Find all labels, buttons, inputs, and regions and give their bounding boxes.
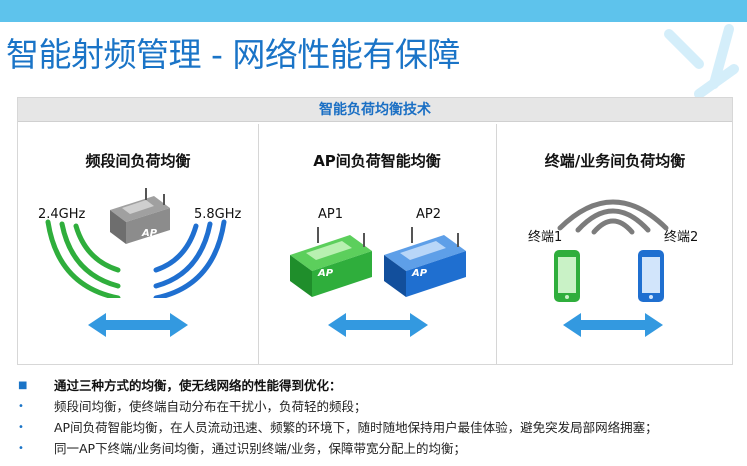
phone-blue-icon — [638, 250, 664, 302]
column-title-band: 频段间负荷均衡 — [85, 152, 191, 170]
column-divider — [258, 124, 259, 364]
double-arrow-icon — [563, 313, 663, 337]
ap-device-label: AP — [142, 228, 158, 239]
wifi-waves-blue-icon — [153, 219, 227, 298]
terminal2-label: 终端2 — [664, 230, 699, 245]
bullet-item: • 同一AP下终端/业务间均衡，通过识别终端/业务，保障带宽分配上的均衡； — [16, 438, 746, 459]
band-58ghz-label: 5.8GHz — [194, 207, 242, 222]
column-title-terminal: 终端/业务间负荷均衡 — [544, 152, 686, 170]
dot-bullet-icon: • — [18, 443, 24, 454]
phone-green-icon — [554, 250, 580, 302]
slide-title: 智能射频管理 - 网络性能有保障 — [6, 35, 460, 74]
bullet-item: • 频段间均衡，使终端自动分布在干扰小，负荷轻的频段； — [16, 396, 746, 417]
band-24ghz-label: 2.4GHz — [38, 207, 86, 222]
terminal1-label: 终端1 — [528, 230, 563, 245]
panel-header: 智能负荷均衡技术 — [18, 98, 732, 122]
ap2-label: AP2 — [416, 207, 442, 222]
column-divider — [496, 124, 497, 364]
column-title-ap: AP间负荷智能均衡 — [313, 152, 441, 170]
ap2-device-label: AP — [412, 268, 428, 279]
bullet-list: ■ 通过三种方式的均衡，使无线网络的性能得到优化： • 频段间均衡，使终端自动分… — [16, 375, 746, 459]
band-balancing-graphic — [45, 188, 227, 298]
top-banner — [0, 0, 747, 22]
wifi-waves-gray-icon — [557, 199, 669, 235]
load-balancing-panel: 智能负荷均衡技术 频段间负荷均衡 2.4GHz 5.8GHz AP — [17, 97, 733, 365]
ap-device-gray-icon — [110, 188, 170, 244]
ap1-device-label: AP — [318, 268, 334, 279]
ap-device-blue-icon — [384, 227, 466, 297]
dot-bullet-icon: • — [18, 422, 24, 433]
bullet-lead: ■ 通过三种方式的均衡，使无线网络的性能得到优化： — [16, 375, 746, 396]
ap-balancing-graphic — [290, 227, 466, 297]
bullet-item: • AP间负荷智能均衡，在人员流动迅速、频繁的环境下，随时随地保持用户最佳体验，… — [16, 417, 746, 438]
double-arrow-icon — [328, 313, 428, 337]
ap-device-green-icon — [290, 227, 372, 297]
dot-bullet-icon: • — [18, 401, 24, 412]
wifi-waves-green-icon — [45, 219, 121, 298]
ap1-label: AP1 — [318, 207, 344, 222]
snowflake-decoration-icon — [664, 24, 739, 99]
double-arrow-icon — [88, 313, 188, 337]
square-bullet-icon: ■ — [18, 380, 28, 391]
